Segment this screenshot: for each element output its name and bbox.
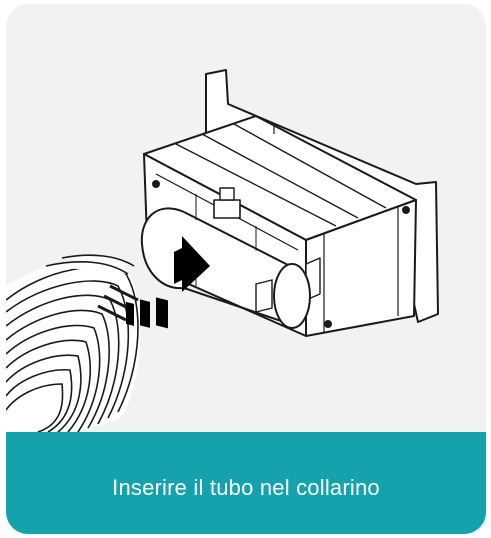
instruction-card: Inserire il tubo nel collarino — [6, 4, 486, 534]
insert-arrow-icon — [126, 236, 210, 329]
caption-text: Inserire il tubo nel collarino — [112, 475, 380, 500]
caption-bar: Inserire il tubo nel collarino — [6, 432, 486, 534]
duct-collar-illustration — [6, 69, 439, 432]
flexible-duct — [6, 254, 141, 432]
oval-collar — [140, 207, 311, 329]
